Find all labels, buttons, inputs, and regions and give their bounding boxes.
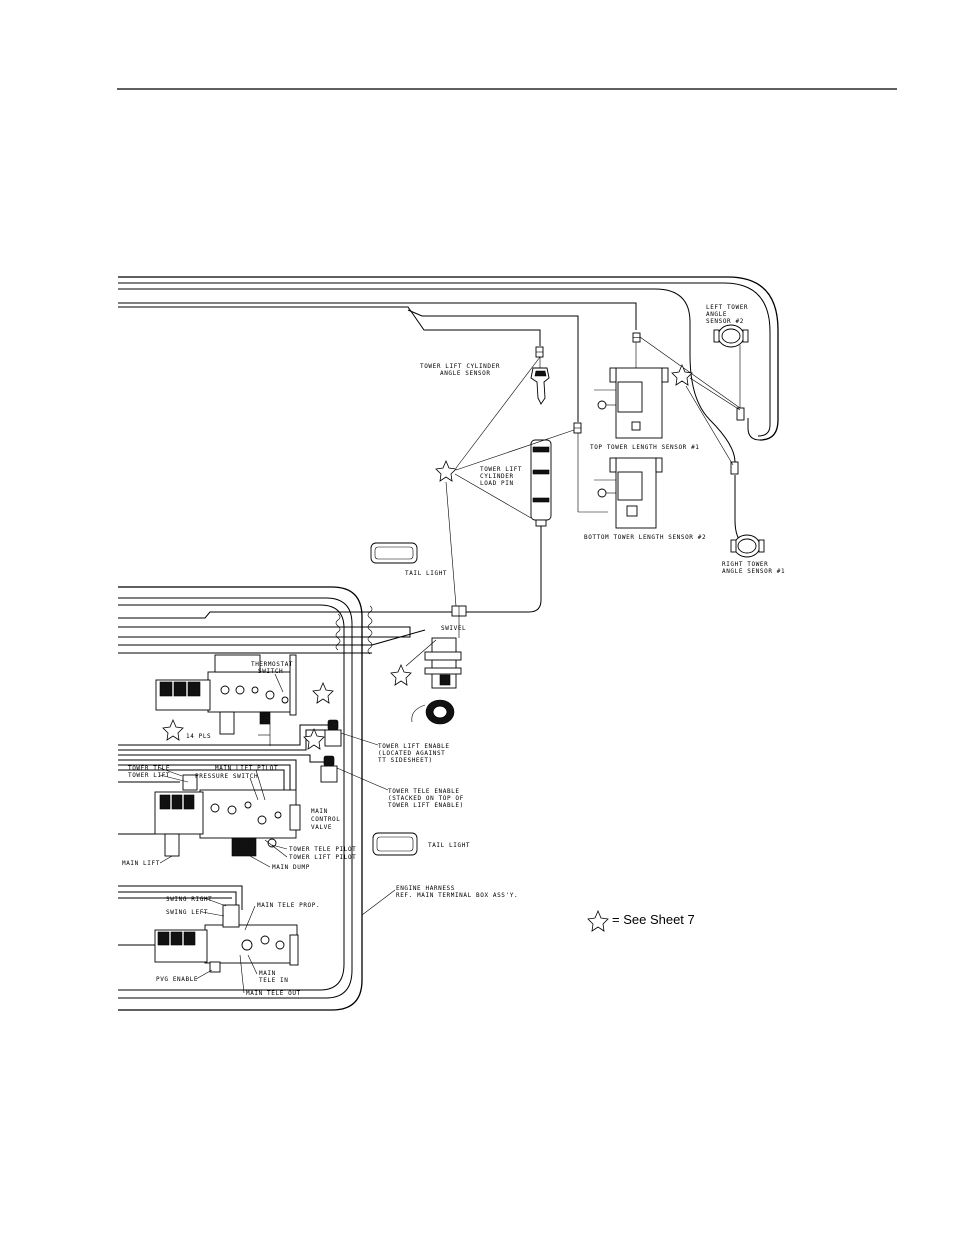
star-icon-tower-tele-enable xyxy=(303,727,325,750)
thermostat-label-2: SWITCH xyxy=(258,668,283,675)
bottom-tower-length-label: BOTTOM TOWER LENGTH SENSOR #2 xyxy=(584,534,706,541)
load-pin-label-1: TOWER LIFT xyxy=(480,466,522,473)
tower-lift-enable-label-2: (LOCATED AGAINST xyxy=(378,750,445,757)
pressure-switch-label: PRESSURE SWITCH xyxy=(195,773,258,780)
load-pin-label-3: LOAD PIN xyxy=(480,480,514,487)
tower-lift-cyl-angle-label-1: TOWER LIFT CYLINDER xyxy=(420,363,500,370)
tower-lift-cylinder-load-pin xyxy=(465,439,552,613)
left-tower-angle-label-3: SENSOR #2 xyxy=(706,318,744,325)
tower-lift-enable-label-3: TT SIDESHEET) xyxy=(378,757,433,764)
main-dump-label: MAIN DUMP xyxy=(272,864,310,871)
tower-tele-label: TOWER TELE xyxy=(128,765,170,772)
left-tower-angle-label-1: LEFT TOWER xyxy=(706,304,748,311)
star-icon-tower-lift-enable xyxy=(312,681,334,704)
star-icon-load-pin xyxy=(435,459,457,482)
tail-light-1 xyxy=(370,542,418,564)
tail-light-2 xyxy=(372,832,418,856)
right-tower-angle-label-2: ANGLE SENSOR #1 xyxy=(722,568,785,575)
thermostat-label-1: THERMOSTAT xyxy=(251,661,293,668)
star-icon-swivel xyxy=(390,663,412,686)
main-lift-label: MAIN LIFT xyxy=(122,860,160,867)
bottom-tower-length-sensor xyxy=(594,457,663,529)
top-tower-length-sensor xyxy=(594,367,669,439)
tower-tele-enable-label-3: TOWER LIFT ENABLE) xyxy=(388,802,464,809)
tower-lift-label: TOWER LIFT xyxy=(128,772,170,779)
main-tele-prop-label: MAIN TELE PROP. xyxy=(257,902,320,909)
tower-lift-enable-valve xyxy=(324,719,379,747)
main-tele-in-label-2: TELE IN xyxy=(259,977,289,984)
lower-harness xyxy=(118,586,452,1011)
star-icon-14pls xyxy=(162,718,184,741)
legend-text: = See Sheet 7 xyxy=(612,912,695,927)
upper-valve-block xyxy=(155,654,297,746)
pvg-enable-label: PVG ENABLE xyxy=(156,976,198,983)
left-tower-angle-label-2: ANGLE xyxy=(706,311,727,318)
swing-left-label: SWING LEFT xyxy=(166,909,208,916)
tower-tele-enable-valve xyxy=(320,755,389,791)
swivel-label: SWIVEL xyxy=(441,625,466,632)
right-tower-angle-sensor xyxy=(730,534,765,558)
tail-light-1-label: TAIL LIGHT xyxy=(405,570,447,577)
star-icon-top-right xyxy=(671,363,693,386)
main-control-valve-label-1: MAIN xyxy=(311,808,328,815)
tower-lift-cyl-angle-label-2: ANGLE SENSOR xyxy=(440,370,491,377)
star-icon xyxy=(587,909,609,932)
main-control-valve-label-3: VALVE xyxy=(311,824,332,831)
main-tele-out-label: MAIN TELE OUT xyxy=(246,990,301,997)
psi-14-label: 14 PLS xyxy=(186,733,211,740)
tower-lift-enable-label-1: TOWER LIFT ENABLE xyxy=(378,743,450,750)
swivel xyxy=(411,605,467,725)
top-tower-length-label: TOP TOWER LENGTH SENSOR #1 xyxy=(590,444,700,451)
tail-light-2-label: TAIL LIGHT xyxy=(428,842,470,849)
main-control-valve xyxy=(154,774,301,857)
right-tower-angle-label-1: RIGHT TOWER xyxy=(722,561,768,568)
engine-harness-label-1: ENGINE HARNESS xyxy=(396,885,455,892)
load-pin-label-2: CYLINDER xyxy=(480,473,514,480)
main-tele-in-label-1: MAIN xyxy=(259,970,276,977)
tower-tele-enable-label-1: TOWER TELE ENABLE xyxy=(388,788,460,795)
tower-lift-cylinder-angle-sensor xyxy=(530,357,550,405)
main-lift-pilot-label: MAIN LIFT PILOT xyxy=(215,765,278,772)
tower-tele-enable-label-2: (STACKED ON TOP OF xyxy=(388,795,464,802)
main-control-valve-label-2: CONTROL xyxy=(311,816,341,823)
tower-lift-pilot-label: TOWER LIFT PILOT xyxy=(289,854,356,861)
swing-right-label: SWING RIGHT xyxy=(166,896,212,903)
engine-harness-label-2: REF. MAIN TERMINAL BOX ASS'Y. xyxy=(396,892,518,899)
left-tower-angle-sensor xyxy=(713,324,749,408)
pvg-valve-block xyxy=(154,904,299,973)
tower-tele-pilot-label: TOWER TELE PILOT xyxy=(289,846,356,853)
